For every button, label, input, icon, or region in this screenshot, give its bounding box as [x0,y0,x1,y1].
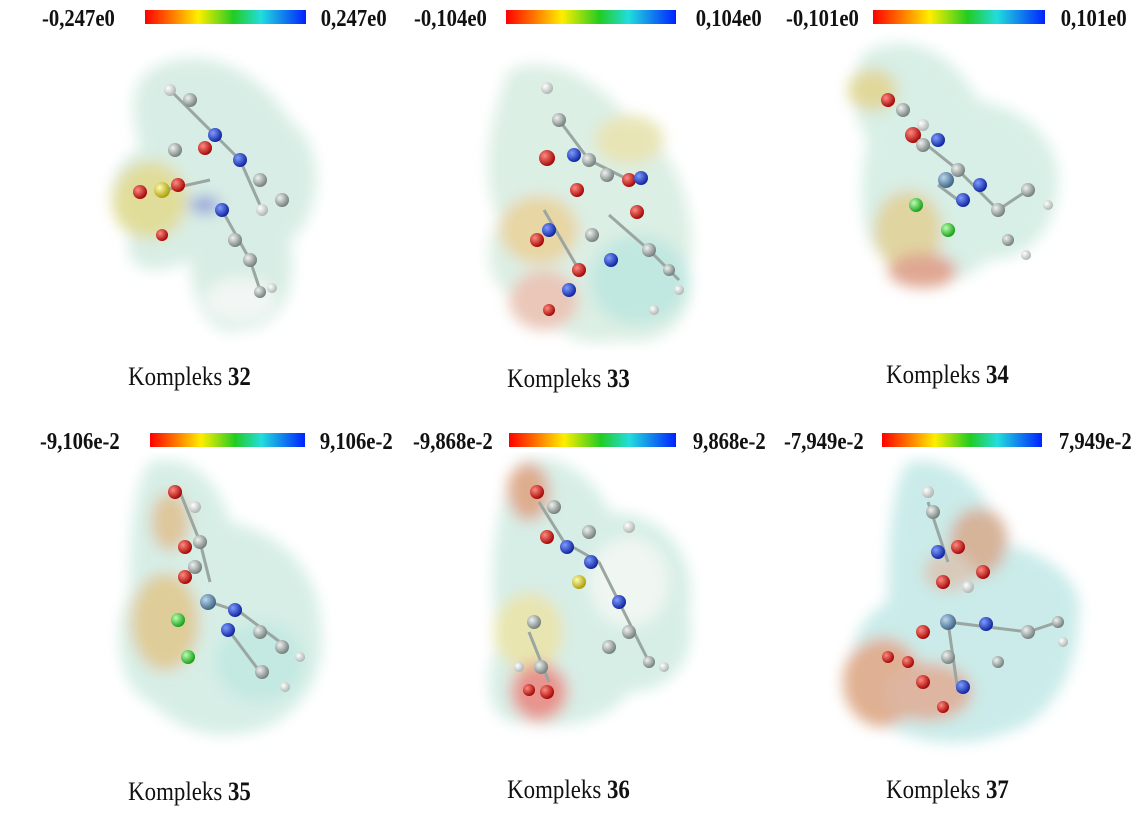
esp-surface-image [843,460,1080,743]
color-scale-bar [506,10,676,24]
caption-prefix: Kompleks [128,777,223,806]
panel-kompleks-37: -7,949e-2 7,949e-2 Kompleks 37 [758,407,1137,814]
scale-max-label: 0,101e0 [1061,6,1127,32]
panel-kompleks-32: -0,247e0 0,247e0 Kompleks 32 [0,0,387,407]
panel-kompleks-33: -0,104e0 0,104e0 Kompleks 33 [379,0,762,407]
complex-number: 34 [985,360,1009,389]
esp-surface-image [489,458,691,726]
caption: Kompleks 34 [781,360,1115,390]
complex-number: 35 [227,777,251,806]
caption: Kompleks 32 [23,362,357,392]
color-scale-bar [873,10,1045,24]
caption-prefix: Kompleks [507,775,602,804]
caption-prefix: Kompleks [886,360,981,389]
scale-max-label: 9,106e-2 [320,429,393,455]
panel-kompleks-34: -0,101e0 0,101e0 Kompleks 34 [758,0,1137,407]
scale-min-label: -9,868e-2 [413,429,493,455]
esp-surface-image [111,58,317,332]
caption: Kompleks 36 [402,775,736,805]
scale-max-label: 7,949e-2 [1059,429,1132,455]
color-scale: -0,247e0 0,247e0 [0,4,387,34]
scale-min-label: -0,101e0 [786,6,859,32]
scale-max-label: 9,868e-2 [693,429,766,455]
color-scale: -9,868e-2 9,868e-2 [379,427,766,457]
caption-prefix: Kompleks [128,362,223,391]
esp-surface-image [848,43,1058,288]
color-scale: -7,949e-2 7,949e-2 [758,427,1137,457]
scale-min-label: -0,247e0 [42,6,115,32]
complex-number: 33 [606,364,630,393]
color-scale-bar [882,433,1042,447]
color-scale-bar [145,10,306,24]
scale-max-label: 0,247e0 [321,6,387,32]
scale-min-label: -7,949e-2 [784,429,864,455]
color-scale: -0,101e0 0,101e0 [758,4,1137,34]
color-scale: -9,106e-2 9,106e-2 [0,427,393,457]
complex-number: 37 [985,775,1009,804]
caption-prefix: Kompleks [886,775,981,804]
esp-surface-image [119,460,322,735]
scale-max-label: 0,104e0 [696,6,762,32]
caption: Kompleks 33 [402,364,736,394]
color-scale-bar [509,433,676,447]
scale-min-label: -9,106e-2 [40,429,120,455]
esp-surface-image [488,64,692,343]
complex-number: 32 [227,362,251,391]
complex-number: 36 [606,775,630,804]
caption: Kompleks 35 [23,777,357,807]
panel-kompleks-35: -9,106e-2 9,106e-2 Kompleks 35 [0,407,393,814]
color-scale-bar [150,433,305,447]
caption-prefix: Kompleks [507,364,602,393]
caption: Kompleks 37 [781,775,1115,805]
scale-min-label: -0,104e0 [414,6,487,32]
panel-kompleks-36: -9,868e-2 9,868e-2 Kompleks 36 [379,407,766,814]
color-scale: -0,104e0 0,104e0 [379,4,762,34]
